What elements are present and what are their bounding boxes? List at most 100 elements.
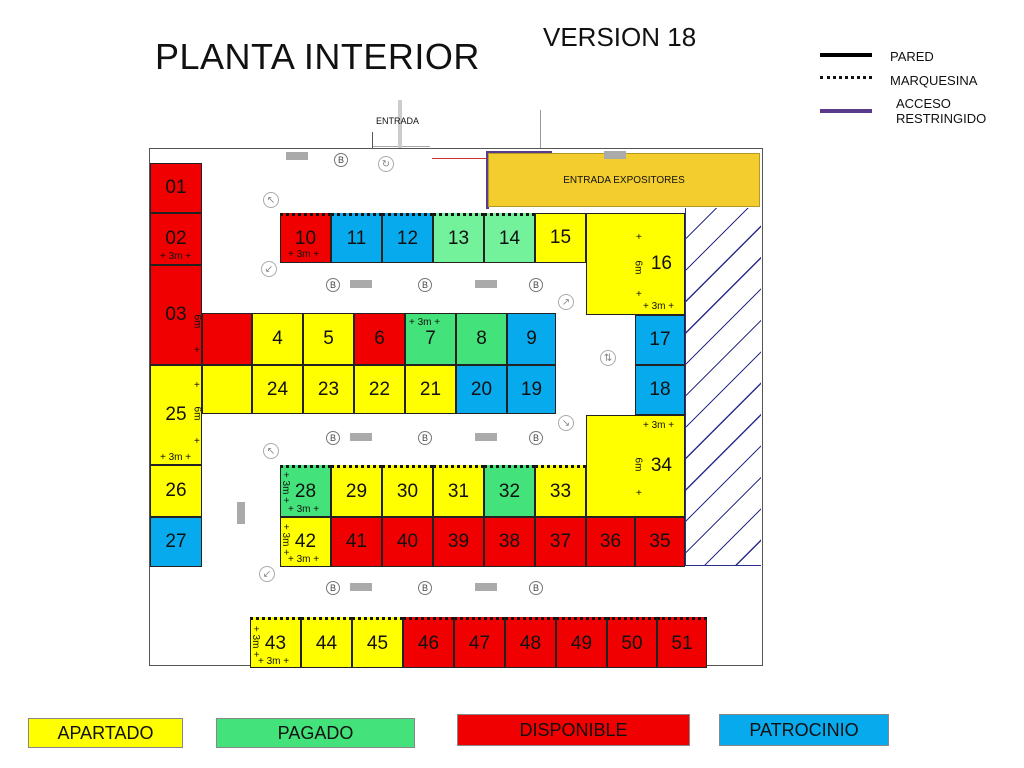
arrow-icon: ↖ <box>263 192 279 208</box>
stairs-icon: ⇅ <box>600 350 616 366</box>
booth-08[interactable]: 8 <box>456 313 507 365</box>
legend-marquesina-label: MARQUESINA <box>890 73 978 88</box>
booth-15[interactable]: 15 <box>535 213 586 263</box>
dim-25-height: 6m <box>191 406 203 421</box>
booth-34-label: 34 <box>650 455 672 476</box>
exhibitor-entrance: ENTRADA EXPOSITORES <box>488 153 760 207</box>
table-icon <box>286 152 308 160</box>
bathroom-icon: B <box>326 278 340 292</box>
table-icon <box>350 433 372 441</box>
legend-pared-label: PARED <box>890 49 934 64</box>
booth-45[interactable]: 45 <box>352 617 403 668</box>
booth-50[interactable]: 50 <box>607 617 657 668</box>
restricted-access-wall-side <box>486 151 489 209</box>
table-icon <box>237 502 245 524</box>
booth-41[interactable]: 41 <box>331 517 382 567</box>
booth-09[interactable]: 9 <box>507 313 556 365</box>
booth-24[interactable]: 24 <box>252 365 303 414</box>
booth-49[interactable]: 49 <box>556 617 607 668</box>
booth-10[interactable]: 10 <box>280 213 331 263</box>
booth-18[interactable]: 18 <box>635 365 685 415</box>
booth-25-ext[interactable] <box>202 365 252 414</box>
legend-acceso-line2: RESTRINGIDO <box>896 111 987 126</box>
dim-34-height: 6m <box>632 457 644 472</box>
hatched-restricted-area <box>685 208 761 566</box>
booth-16[interactable]: 16 <box>586 213 685 315</box>
arrow-icon: ↘ <box>558 415 574 431</box>
booth-44[interactable]: 44 <box>301 617 352 668</box>
page-title: PLANTA INTERIOR <box>155 36 480 77</box>
entrance-label: ENTRADA <box>376 116 420 126</box>
booth-34[interactable]: 34 <box>586 415 685 517</box>
booth-13[interactable]: 13 <box>433 213 484 263</box>
booth-16-label: 16 <box>650 253 672 274</box>
booth-42[interactable]: 42 <box>280 517 331 567</box>
table-icon <box>350 583 372 591</box>
booth-07[interactable]: 7 <box>405 313 456 365</box>
booth-21[interactable]: 21 <box>405 365 456 414</box>
booth-02[interactable]: 02 <box>150 213 202 265</box>
booth-35[interactable]: 35 <box>635 517 685 567</box>
booth-04[interactable]: 4 <box>252 313 303 365</box>
booth-06[interactable]: 6 <box>354 313 405 365</box>
dim-42-width: + 3m + <box>288 554 320 565</box>
booth-28[interactable]: 28 <box>280 465 331 517</box>
dim-43-width: + 3m + <box>258 656 290 667</box>
bathroom-icon: B <box>418 431 432 445</box>
booth-36[interactable]: 36 <box>586 517 635 567</box>
plus-marker: + <box>636 289 642 300</box>
booth-29[interactable]: 29 <box>331 465 382 517</box>
booth-03[interactable]: 03 <box>150 265 202 365</box>
entrance-wall <box>372 132 373 148</box>
plus-marker: + <box>636 488 642 499</box>
booth-12[interactable]: 12 <box>382 213 433 263</box>
booth-22[interactable]: 22 <box>354 365 405 414</box>
booth-32[interactable]: 32 <box>484 465 535 517</box>
table-icon <box>350 280 372 288</box>
bathroom-icon: B <box>418 278 432 292</box>
booth-30[interactable]: 30 <box>382 465 433 517</box>
booth-37[interactable]: 37 <box>535 517 586 567</box>
booth-39[interactable]: 39 <box>433 517 484 567</box>
dim-16-width: + 3m + <box>643 301 675 312</box>
bathroom-icon: B <box>529 431 543 445</box>
table-icon <box>475 280 497 288</box>
dim-25-width: + 3m + <box>160 452 192 463</box>
booth-11[interactable]: 11 <box>331 213 382 263</box>
booth-40[interactable]: 40 <box>382 517 433 567</box>
booth-19[interactable]: 19 <box>507 365 556 414</box>
booth-43[interactable]: 43 <box>250 617 301 668</box>
bathroom-icon: B <box>418 581 432 595</box>
booth-25[interactable]: 25 <box>150 365 202 465</box>
arrow-icon: ↖ <box>263 443 279 459</box>
wall-line-icon <box>820 53 872 57</box>
booth-17[interactable]: 17 <box>635 315 685 365</box>
booth-20[interactable]: 20 <box>456 365 507 414</box>
dim-10-width: + 3m + <box>288 249 320 260</box>
version-label: VERSION 18 <box>543 22 697 52</box>
legend-patrocinio: PATROCINIO <box>719 714 889 746</box>
legend-apartado: APARTADO <box>28 718 183 748</box>
booth-46[interactable]: 46 <box>403 617 454 668</box>
bathroom-icon: B <box>529 278 543 292</box>
table-icon <box>475 583 497 591</box>
booth-27[interactable]: 27 <box>150 517 202 567</box>
booth-01[interactable]: 01 <box>150 163 202 213</box>
booth-47[interactable]: 47 <box>454 617 505 668</box>
booth-23[interactable]: 23 <box>303 365 354 414</box>
booth-14[interactable]: 14 <box>484 213 535 263</box>
red-thin-line <box>432 158 486 159</box>
booth-38[interactable]: 38 <box>484 517 535 567</box>
booth-03-ext[interactable] <box>202 313 252 365</box>
booth-31[interactable]: 31 <box>433 465 484 517</box>
entrance-wall-right <box>540 110 541 148</box>
restricted-access-line-icon <box>820 109 872 113</box>
booth-33[interactable]: 33 <box>535 465 586 517</box>
marquee-line-icon <box>820 76 872 79</box>
booth-26[interactable]: 26 <box>150 465 202 517</box>
booth-48[interactable]: 48 <box>505 617 556 668</box>
booth-05[interactable]: 5 <box>303 313 354 365</box>
booth-51[interactable]: 51 <box>657 617 707 668</box>
legend-acceso-label: ACCESO RESTRINGIDO <box>896 96 986 126</box>
legend-acceso-line1: ACCESO <box>896 96 951 111</box>
